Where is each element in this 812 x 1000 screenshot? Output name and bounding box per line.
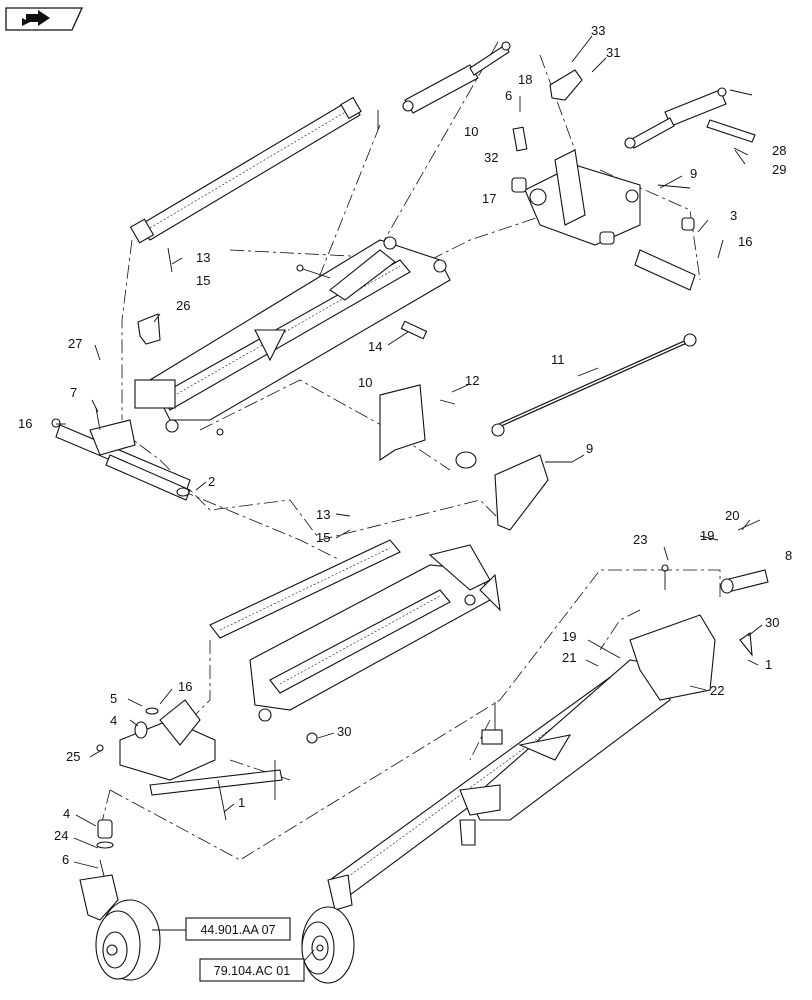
hinge-pin-assembly [51, 407, 191, 501]
callout-8: 8 [785, 548, 792, 563]
callout-29: 29 [772, 162, 786, 177]
callout-7: 7 [70, 385, 77, 400]
callout-17: 17 [482, 191, 496, 206]
callout-25: 25 [66, 749, 80, 764]
callout-1: 1 [765, 657, 772, 672]
callout-4: 4 [63, 806, 70, 821]
lower-right-frame [329, 519, 769, 896]
reference-box-gauge-wheel[interactable]: 79.104.AC 01 [199, 958, 305, 982]
callout-10: 10 [464, 124, 478, 139]
callout-labels: 33 31 18 6 10 32 9 17 28 29 3 16 13 15 2… [18, 23, 792, 867]
callout-28: 28 [772, 143, 786, 158]
callout-21: 21 [562, 650, 576, 665]
callout-9: 9 [690, 166, 697, 181]
callout-15: 15 [316, 530, 330, 545]
callout-13: 13 [196, 250, 210, 265]
callout-24: 24 [54, 828, 68, 843]
book-arrow-icon[interactable] [5, 7, 84, 31]
callout-10: 10 [358, 375, 372, 390]
callout-3: 3 [730, 208, 737, 223]
upper-frame-arm [129, 96, 379, 244]
callout-23: 23 [633, 532, 647, 547]
reference-text: 44.901.AA 07 [200, 923, 275, 937]
callout-27: 27 [68, 336, 82, 351]
callout-13: 13 [316, 507, 330, 522]
center-plates [379, 384, 572, 531]
callout-16: 16 [738, 234, 752, 249]
callout-30: 30 [765, 615, 779, 630]
hydraulic-cylinder-top [402, 41, 511, 114]
hydraulic-cylinder-right [624, 87, 753, 149]
callout-4: 4 [110, 713, 117, 728]
reference-box-wheel[interactable]: 44.901.AA 07 [185, 917, 291, 941]
callout-1: 1 [238, 795, 245, 810]
callout-20: 20 [725, 508, 739, 523]
assembly-lines [99, 41, 721, 861]
callout-12: 12 [465, 373, 479, 388]
callout-31: 31 [606, 45, 620, 60]
callout-6: 6 [505, 88, 512, 103]
callout-6: 6 [62, 852, 69, 867]
callout-16: 16 [178, 679, 192, 694]
callout-2: 2 [208, 474, 215, 489]
gauge-wheel [301, 874, 355, 984]
callout-16: 16 [18, 416, 32, 431]
tie-rod [491, 333, 697, 437]
main-frame-upper [134, 236, 451, 433]
callout-18: 18 [518, 72, 532, 87]
callout-14: 14 [368, 339, 382, 354]
callout-19: 19 [700, 528, 714, 543]
leader-lines [56, 35, 763, 971]
callout-11: 11 [551, 352, 565, 367]
callout-26: 26 [176, 298, 190, 313]
reference-text: 79.104.AC 01 [214, 964, 290, 978]
callout-15: 15 [196, 273, 210, 288]
pivot-bracket [511, 69, 756, 291]
callout-33: 33 [591, 23, 605, 38]
callout-30: 30 [337, 724, 351, 739]
caster-bracket [96, 699, 318, 821]
middle-frame [209, 539, 501, 722]
callout-5: 5 [110, 691, 117, 706]
caster-wheel [79, 819, 161, 981]
callout-32: 32 [484, 150, 498, 165]
callout-19: 19 [562, 629, 576, 644]
callout-22: 22 [710, 683, 724, 698]
callout-9: 9 [586, 441, 593, 456]
